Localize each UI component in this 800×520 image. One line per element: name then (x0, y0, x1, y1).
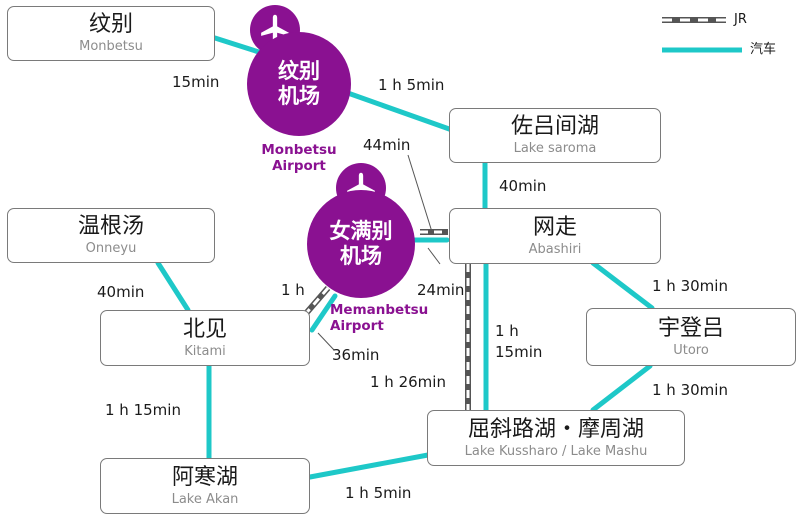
airplane-icon (261, 14, 289, 45)
time-memanbetsu-kitami-rail: 1 h (281, 281, 305, 299)
airport-name-line1: 纹别 (278, 59, 320, 83)
node-onneyu: 温根汤 Onneyu (7, 208, 215, 263)
time-abashiri-kussharo-bus-2: 15min (495, 343, 543, 361)
callout-lines (317, 154, 441, 351)
node-zh: 网走 (532, 214, 577, 240)
airport-en-line1: Monbetsu (261, 142, 337, 158)
time-saroma-walk: 44min (363, 136, 411, 154)
airport-name-line2: 机场 (278, 84, 320, 108)
bus-routes (155, 35, 655, 480)
time-memanbetsu-abashiri: 24min (417, 281, 465, 299)
time-kitami-akan: 1 h 15min (105, 401, 181, 419)
airplane-icon (347, 172, 375, 203)
node-zh: 温根汤 (77, 214, 144, 239)
time-utoro-kussharo: 1 h 30min (652, 381, 728, 399)
airport-memanbetsu-en: Memanbetsu Airport (330, 302, 434, 334)
airport-monbetsu-en: Monbetsu Airport (244, 142, 354, 174)
route-onneyu-kitami (155, 260, 191, 313)
node-zh: 纹别 (88, 12, 133, 37)
node-en: Kitami (184, 343, 226, 359)
node-zh: 佐吕间湖 (510, 114, 599, 139)
node-kitami: 北见 Kitami (100, 310, 310, 366)
time-abashiri-kussharo-rail: 1 h 26min (370, 373, 446, 391)
node-en: Abashiri (528, 241, 582, 257)
legend-bus-label: 汽车 (750, 42, 777, 57)
node-zh: 宇登吕 (657, 315, 724, 341)
node-lake-akan: 阿寒湖 Lake Akan (100, 458, 310, 514)
legend-rail-label: JR (734, 12, 747, 27)
node-zh: 阿寒湖 (171, 464, 238, 490)
node-kussharo-mashu: 屈斜路湖・摩周湖 Lake Kussharo / Lake Mashu (427, 410, 685, 466)
node-en: Onneyu (85, 241, 137, 256)
time-abashiri-kussharo-bus-1: 1 h (495, 322, 519, 340)
node-utoro: 宇登吕 Utoro (586, 308, 796, 366)
node-en: Monbetsu (79, 39, 143, 54)
route-airport-saroma (342, 89, 455, 133)
node-abashiri: 网走 Abashiri (449, 208, 661, 264)
node-zh: 屈斜路湖・摩周湖 (467, 416, 644, 442)
route-abashiri-utoro (590, 260, 655, 311)
node-en: Lake saroma (513, 141, 597, 156)
time-monbetsu-airport: 15min (172, 73, 220, 91)
route-monbetsu-airport (212, 35, 265, 56)
time-onneyu-kitami: 40min (97, 283, 145, 301)
node-en: Utoro (673, 342, 709, 358)
time-memanbetsu-kitami-bus: 36min (332, 346, 380, 364)
airport-en-line2: Airport (330, 318, 384, 334)
airport-en-line1: Memanbetsu (330, 302, 429, 318)
airport-name-line1: 女满别 (329, 219, 393, 243)
node-lake-saroma: 佐吕间湖 Lake saroma (449, 108, 661, 163)
airport-en-line2: Airport (272, 158, 326, 174)
node-zh: 北见 (182, 316, 227, 342)
node-en: Lake Kussharo / Lake Mashu (464, 443, 648, 459)
airport-monbetsu-circle: 纹别 机场 (247, 32, 351, 136)
route-airport-kitami-bus (309, 293, 338, 333)
time-airport-saroma: 1 h 5min (378, 76, 445, 94)
time-akan-kussharo: 1 h 5min (345, 484, 412, 502)
node-en: Lake Akan (171, 491, 239, 507)
airport-name-line2: 机场 (340, 244, 382, 268)
route-akan-kussharo (307, 452, 431, 480)
time-saroma-abashiri: 40min (499, 177, 547, 195)
time-abashiri-utoro: 1 h 30min (652, 277, 728, 295)
airport-memanbetsu-circle: 女满别 机场 (307, 190, 415, 298)
node-monbetsu: 纹别 Monbetsu (7, 6, 215, 61)
route-utoro-kussharo (590, 363, 653, 413)
legend-lines (662, 17, 742, 53)
